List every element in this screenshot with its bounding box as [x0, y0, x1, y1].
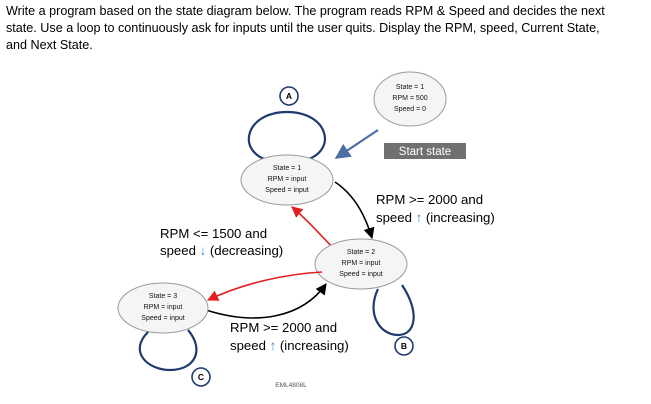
state-3-node: State = 3 RPM = input Speed = input [117, 282, 209, 334]
start-arrow [334, 129, 379, 159]
self-loop-b [372, 284, 415, 337]
transition-1-to-2-arrow [334, 181, 375, 240]
state-1-node: State = 1 RPM = input Speed = input [240, 154, 334, 206]
state-2-line-3: Speed = input [339, 271, 382, 278]
transition-1-to-2-line-1: RPM >= 2000 and [376, 192, 483, 207]
down-arrow-icon: ↓ [200, 243, 207, 258]
state-2-line-2: RPM = input [342, 260, 381, 267]
state-3-line-1: State = 3 [149, 293, 177, 300]
self-loop-a [247, 110, 326, 162]
start-state-label: Start state [384, 143, 466, 159]
watermark-text: EML4808L [275, 382, 307, 389]
transition-3-to-2-speed: speed [230, 338, 266, 353]
loop-marker-b-label: B [401, 341, 407, 351]
state-1-line-3: Speed = input [265, 187, 308, 194]
start-state-text: Start state [399, 146, 451, 158]
transition-3-to-2-label: RPM >= 2000 and speed ↑ (increasing) [230, 320, 349, 353]
state-2-line-1: State = 2 [347, 249, 375, 256]
initial-node-line-1: State = 1 [396, 84, 424, 91]
transition-2-to-1-arrow [291, 206, 336, 251]
transition-1-to-2-speed: speed [376, 210, 412, 225]
loop-marker-c-label: C [198, 372, 204, 382]
transition-2-to-1-line-1: RPM <= 1500 and [160, 226, 267, 241]
loop-marker-c: C [191, 367, 211, 387]
self-loop-c [138, 329, 198, 372]
initial-node-line-3: Speed = 0 [394, 106, 426, 113]
prompt-line-2: state. Use a loop to continuously ask fo… [6, 21, 600, 35]
transition-1-to-2-trend: (increasing) [426, 210, 495, 225]
loop-marker-b: B [394, 336, 414, 356]
svg-text:speed ↑ (increasin: speed ↑ (increasing) [230, 338, 349, 353]
transition-2-to-1-label: RPM <= 1500 and speed ↓ (decreasing) [160, 226, 283, 258]
transition-1-to-2-label: RPM >= 2000 and speed ↑ (increasing) [376, 192, 495, 225]
svg-text:speed ↑ (increasin: speed ↑ (increasing) [376, 210, 495, 225]
transition-3-to-2-trend: (increasing) [280, 338, 349, 353]
loop-marker-a: A [279, 86, 299, 106]
state-1-line-2: RPM = input [268, 176, 307, 183]
state-3-line-2: RPM = input [144, 304, 183, 311]
transition-3-to-2-line-1: RPM >= 2000 and [230, 320, 337, 335]
loop-marker-a-label: A [286, 91, 292, 101]
prompt-line-1: Write a program based on the state diagr… [6, 4, 605, 18]
prompt-line-3: and Next State. [6, 38, 93, 52]
problem-statement: Write a program based on the state diagr… [6, 3, 646, 54]
initial-node-line-2: RPM = 500 [392, 95, 427, 102]
transition-2-to-1-speed: speed [160, 243, 196, 258]
state-3-line-3: Speed = input [141, 315, 184, 322]
up-arrow-icon: ↑ [416, 210, 423, 225]
up-arrow-icon: ↑ [270, 338, 277, 353]
transition-3-to-2-arrow [205, 283, 327, 319]
state-1-line-1: State = 1 [273, 165, 301, 172]
svg-text:speed ↓ (decreasin: speed ↓ (decreasing) [160, 243, 283, 258]
state-2-node: State = 2 RPM = input Speed = input [314, 238, 408, 290]
transition-2-to-3-arrow [206, 271, 323, 301]
transition-2-to-1-trend: (decreasing) [210, 243, 283, 258]
initial-state-node: State = 1 RPM = 500 Speed = 0 [373, 71, 447, 127]
